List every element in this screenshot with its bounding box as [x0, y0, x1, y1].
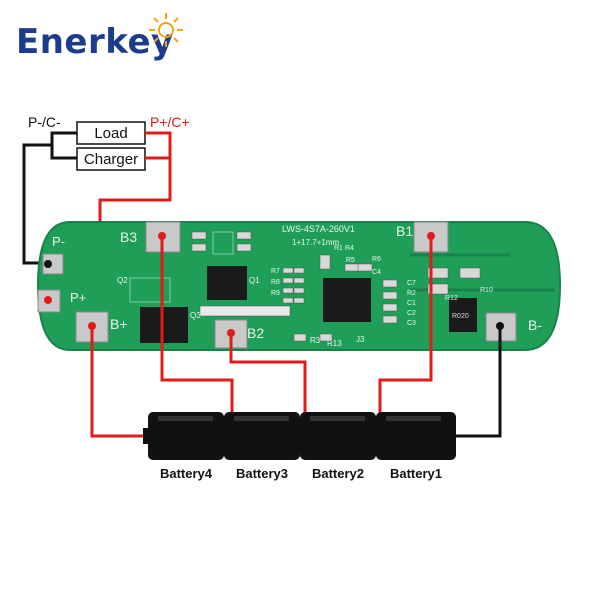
pad-label-b3: B3	[120, 229, 137, 245]
wire-bminus-battery1	[456, 326, 502, 438]
sun-icon	[149, 13, 183, 47]
board-dims: 1+17.7+1mm	[292, 238, 339, 247]
pad-label-pminus: P-	[52, 234, 65, 249]
battery-label: Battery3	[236, 466, 288, 481]
battery-label: Battery2	[312, 466, 364, 481]
load-label: Load	[94, 125, 127, 142]
battery-3	[224, 412, 300, 460]
silk-r1: R1	[334, 245, 343, 252]
silk-r020: R020	[452, 313, 469, 320]
brand-logo: Enerkey	[8, 8, 228, 68]
silk-j3: J3	[356, 335, 365, 344]
silk-c3: C3	[407, 320, 416, 327]
mosfet-chip	[140, 307, 188, 343]
negative-wire-boxes	[50, 131, 77, 160]
pad-label-bplus: B+	[110, 316, 128, 332]
pad-label-pplus: P+	[70, 290, 86, 305]
smd-components	[129, 231, 481, 342]
wire-b2	[229, 333, 307, 420]
pad-label-b2: B2	[247, 325, 264, 341]
silk-r13: R13	[327, 339, 342, 348]
positive-wire-boxes	[145, 131, 172, 160]
battery-label: Battery4	[160, 466, 213, 481]
battery-2	[300, 412, 376, 460]
silk-r7: R7	[271, 268, 280, 275]
plus-terminal-label: P+/C+	[150, 114, 190, 130]
silk-c1: C1	[407, 300, 416, 307]
minus-terminal-label: P-/C-	[28, 114, 61, 130]
board-model: LWS-4S7A-260V1	[282, 224, 355, 234]
pad-pminus	[42, 253, 64, 275]
battery-label: Battery1	[390, 466, 442, 481]
wire-bplus-battery4	[90, 326, 148, 438]
battery-4	[148, 412, 224, 460]
silk-r6: R6	[372, 256, 381, 263]
silk-q3: Q3	[190, 311, 201, 320]
silk-r8: R8	[271, 279, 280, 286]
negative-wire-pminus	[22, 143, 52, 265]
silk-r4: R4	[345, 245, 354, 252]
silk-q1: Q1	[249, 276, 260, 285]
ic-chip-main	[323, 278, 371, 322]
pad-label-b1: B1	[396, 223, 413, 239]
silk-r2: R2	[407, 290, 416, 297]
silk-c2: C2	[407, 310, 416, 317]
brand-name: Enerkey	[16, 22, 174, 62]
ic-chip	[207, 266, 247, 300]
sense-resistor	[449, 298, 477, 332]
silk-r12: R12	[445, 295, 458, 302]
silk-q2: Q2	[117, 276, 128, 285]
silk-r3: R3	[310, 336, 321, 345]
battery-pack	[143, 412, 456, 460]
silk-c4: C4	[372, 269, 381, 276]
wire-b1	[378, 236, 433, 420]
silk-c7: C7	[407, 280, 416, 287]
silk-r5: R5	[346, 257, 355, 264]
silk-r9: R9	[271, 290, 280, 297]
silk-r10: R10	[480, 287, 493, 294]
pad-label-bminus: B-	[528, 317, 542, 333]
charger-label: Charger	[84, 151, 138, 168]
battery-1	[376, 412, 456, 460]
wire-b3	[160, 236, 234, 420]
